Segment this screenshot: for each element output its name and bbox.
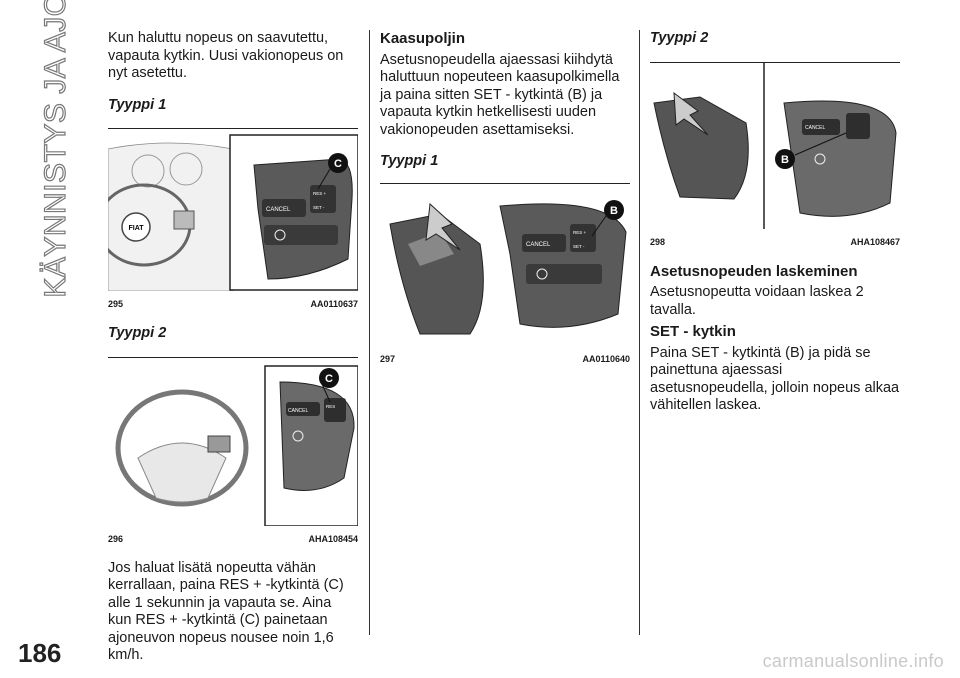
svg-text:CANCEL: CANCEL (526, 242, 551, 248)
body-paragraph: Asetusnopeudella ajaessasi kiihdytä halu… (380, 51, 620, 138)
callout-c-badge (319, 367, 339, 388)
fig297-heading: Tyyppi 1 (380, 153, 439, 169)
cancel-label: CANCEL (266, 207, 291, 213)
figure-295: FIAT CANCEL RES + SET - C 295 AA0110637 (96, 128, 359, 309)
svg-text:C: C (334, 158, 342, 170)
svg-text:B: B (781, 154, 789, 166)
svg-text:RES +: RES + (313, 191, 327, 196)
svg-text:SET -: SET - (313, 205, 325, 210)
watermark: carmanualsonline.info (762, 651, 944, 671)
body-paragraph: Jos haluat lisätä nopeutta vähän kerrall… (108, 559, 344, 664)
section-title-text: KÄYNNISTYS JA AJO (38, 0, 72, 298)
fig296-heading: Tyyppi 2 (108, 325, 167, 341)
fig298-heading: Tyyppi 2 (650, 30, 709, 46)
svg-text:RES: RES (326, 404, 335, 409)
accelerator-pedal-illustration: CANCEL RES + SET - B (380, 183, 630, 346)
fig297-caption: 297 AA0110640 (380, 353, 630, 364)
body-paragraph-2: Paina SET - kytkintä (B) ja pidä se pain… (650, 344, 900, 414)
svg-text:B: B (610, 205, 618, 217)
subsection-heading: SET - kytkin (650, 323, 736, 340)
section-heading: Kaasupoljin (380, 30, 466, 47)
callout-b-badge (775, 148, 795, 169)
fig295-caption: 295 AA0110637 (108, 299, 358, 309)
accelerator-type2-illustration: CANCEL B (650, 62, 900, 229)
column-3: Tyyppi 2 CANCEL B 298 AHA108467 Asetusno… (650, 30, 900, 415)
page-number: 186 (18, 638, 62, 668)
column-2: Kaasupoljin Asetusnopeudella ajaessasi k… (380, 30, 630, 364)
callout-c-badge (328, 153, 348, 173)
figure-296: CANCEL RES C 296 AHA108454 (108, 356, 359, 544)
column-divider-2 (639, 30, 640, 635)
fig295-heading: Tyyppi 1 (108, 96, 167, 113)
steering-wheel-type2-illustration: CANCEL RES C (108, 357, 359, 527)
fig298-caption: 298 AHA108467 (650, 236, 900, 247)
fiat-logo-text: FIAT (128, 225, 144, 232)
figure-297: CANCEL RES + SET - B 297 AA0110640 (380, 182, 630, 364)
intro-paragraph: Kun haluttu nopeus on saavutettu, vapaut… (108, 30, 344, 81)
svg-text:RES +: RES + (573, 230, 587, 235)
svg-text:CANCEL: CANCEL (288, 408, 309, 414)
section-title: KÄYNNISTYS JA AJO (36, 0, 76, 298)
svg-text:CANCEL: CANCEL (805, 125, 826, 131)
fig296-caption: 296 AHA108454 (108, 533, 358, 544)
svg-text:C: C (325, 373, 333, 385)
section-heading: Asetusnopeuden laskeminen (650, 262, 858, 280)
callout-b-badge (604, 199, 624, 220)
figure-298: CANCEL B 298 AHA108467 (650, 61, 900, 247)
steering-wheel-type1-illustration: FIAT CANCEL RES + SET - C (96, 129, 359, 292)
body-paragraph-1: Asetusnopeutta voidaan laskea 2 tavalla. (650, 284, 864, 318)
column-divider-1 (369, 30, 370, 635)
svg-text:SET -: SET - (573, 244, 585, 249)
column-1: Kun haluttu nopeus on saavutettu, vapaut… (96, 30, 359, 665)
